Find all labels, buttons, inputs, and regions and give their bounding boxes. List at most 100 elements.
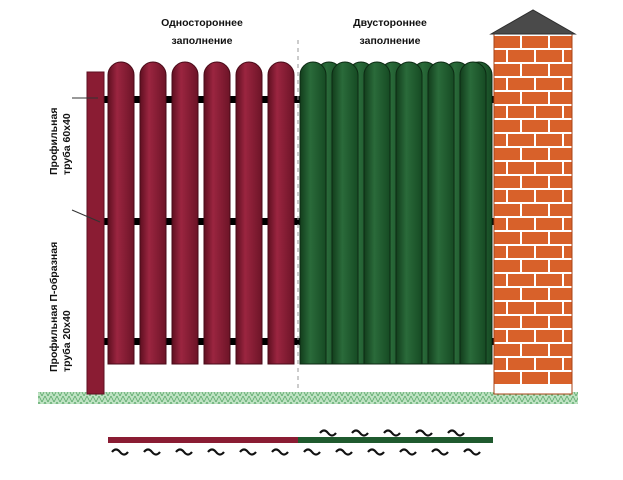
brick (494, 232, 520, 244)
top-view-picket-green-back-3 (383, 429, 401, 437)
brick (536, 134, 562, 146)
brick (494, 330, 506, 342)
brick (494, 134, 506, 146)
brick (550, 120, 572, 132)
brick (522, 232, 548, 244)
brick (494, 78, 506, 90)
brick (564, 134, 572, 146)
brick (564, 190, 572, 202)
rail-bottom (100, 338, 498, 345)
label-single-sided-line1: Одностороннее (161, 17, 243, 29)
brick (522, 372, 548, 384)
brick (522, 316, 548, 328)
brick (550, 36, 572, 48)
label-double-sided-line1: Двустороннее (353, 17, 427, 29)
brick (494, 148, 520, 160)
brick (494, 50, 506, 62)
brick (564, 246, 572, 258)
brick (550, 92, 572, 104)
brick (550, 316, 572, 328)
rails (100, 96, 498, 345)
brick (508, 246, 534, 258)
top-view-picket-green-back-4 (415, 429, 433, 437)
top-view-picket-green-front-5 (431, 448, 449, 456)
top-view-rail-red (108, 437, 300, 443)
brick (508, 50, 534, 62)
brick (536, 302, 562, 314)
brick (522, 288, 548, 300)
red-picket-4 (203, 61, 231, 365)
brick (508, 78, 534, 90)
brick (494, 358, 506, 370)
brick (550, 288, 572, 300)
brick (522, 148, 548, 160)
brick (550, 260, 572, 272)
brick (536, 50, 562, 62)
red-picket-5 (235, 61, 263, 365)
brick (494, 36, 520, 48)
label-rail-pipe-line1: Профильная П-образная (48, 242, 60, 372)
brick (564, 358, 572, 370)
ground (38, 392, 578, 404)
brick (522, 204, 548, 216)
top-view-picket-front-1 (111, 448, 129, 456)
green-picket-front-2 (331, 61, 359, 365)
top-view-picket-front-2 (143, 448, 161, 456)
pickets-front-row (107, 61, 487, 365)
top-view-picket-front-4 (207, 448, 225, 456)
top-view-rail-green (298, 437, 493, 443)
brick (522, 36, 548, 48)
top-view-picket-green-back-5 (447, 429, 465, 437)
top-view-picket-green-back-2 (351, 429, 369, 437)
brick (508, 358, 534, 370)
brick-pillar (489, 9, 577, 395)
label-post-pipe-line1: Профильная (48, 108, 60, 175)
top-view-picket-front-3 (175, 448, 193, 456)
brick (536, 358, 562, 370)
brick (494, 344, 520, 356)
top-view-picket-green-back-1 (319, 429, 337, 437)
brick (494, 316, 520, 328)
brick (564, 218, 572, 230)
label-single-sided-line2: заполнение (172, 35, 233, 47)
label-rail-pipe-line2: труба 20х40 (61, 310, 73, 372)
brick (522, 260, 548, 272)
brick (494, 120, 520, 132)
brick (508, 134, 534, 146)
green-picket-front-4 (395, 61, 423, 365)
brick (494, 288, 520, 300)
rail-middle (100, 218, 498, 225)
brick (522, 176, 548, 188)
top-view-picket-front-6 (271, 448, 289, 456)
brick (536, 78, 562, 90)
brick (494, 64, 520, 76)
brick (494, 246, 506, 258)
brick (564, 162, 572, 174)
brick (508, 218, 534, 230)
brick (564, 274, 572, 286)
green-picket-front-3 (363, 61, 391, 365)
green-picket-front-1 (299, 61, 327, 365)
brick (494, 302, 506, 314)
label-post-pipe-line2: труба 60х40 (61, 113, 73, 175)
brick (550, 204, 572, 216)
brick (564, 302, 572, 314)
brick (494, 260, 520, 272)
brick (536, 190, 562, 202)
brick (536, 274, 562, 286)
brick (536, 162, 562, 174)
brick (536, 218, 562, 230)
brick (522, 120, 548, 132)
brick (522, 92, 548, 104)
brick (494, 176, 520, 188)
top-view-picket-green-front-1 (303, 448, 321, 456)
brick (550, 148, 572, 160)
brick (522, 344, 548, 356)
brick (550, 176, 572, 188)
brick (550, 372, 572, 384)
brick (494, 372, 520, 384)
metal-post (86, 71, 105, 395)
brick (508, 330, 534, 342)
top-view-picket-front-5 (239, 448, 257, 456)
